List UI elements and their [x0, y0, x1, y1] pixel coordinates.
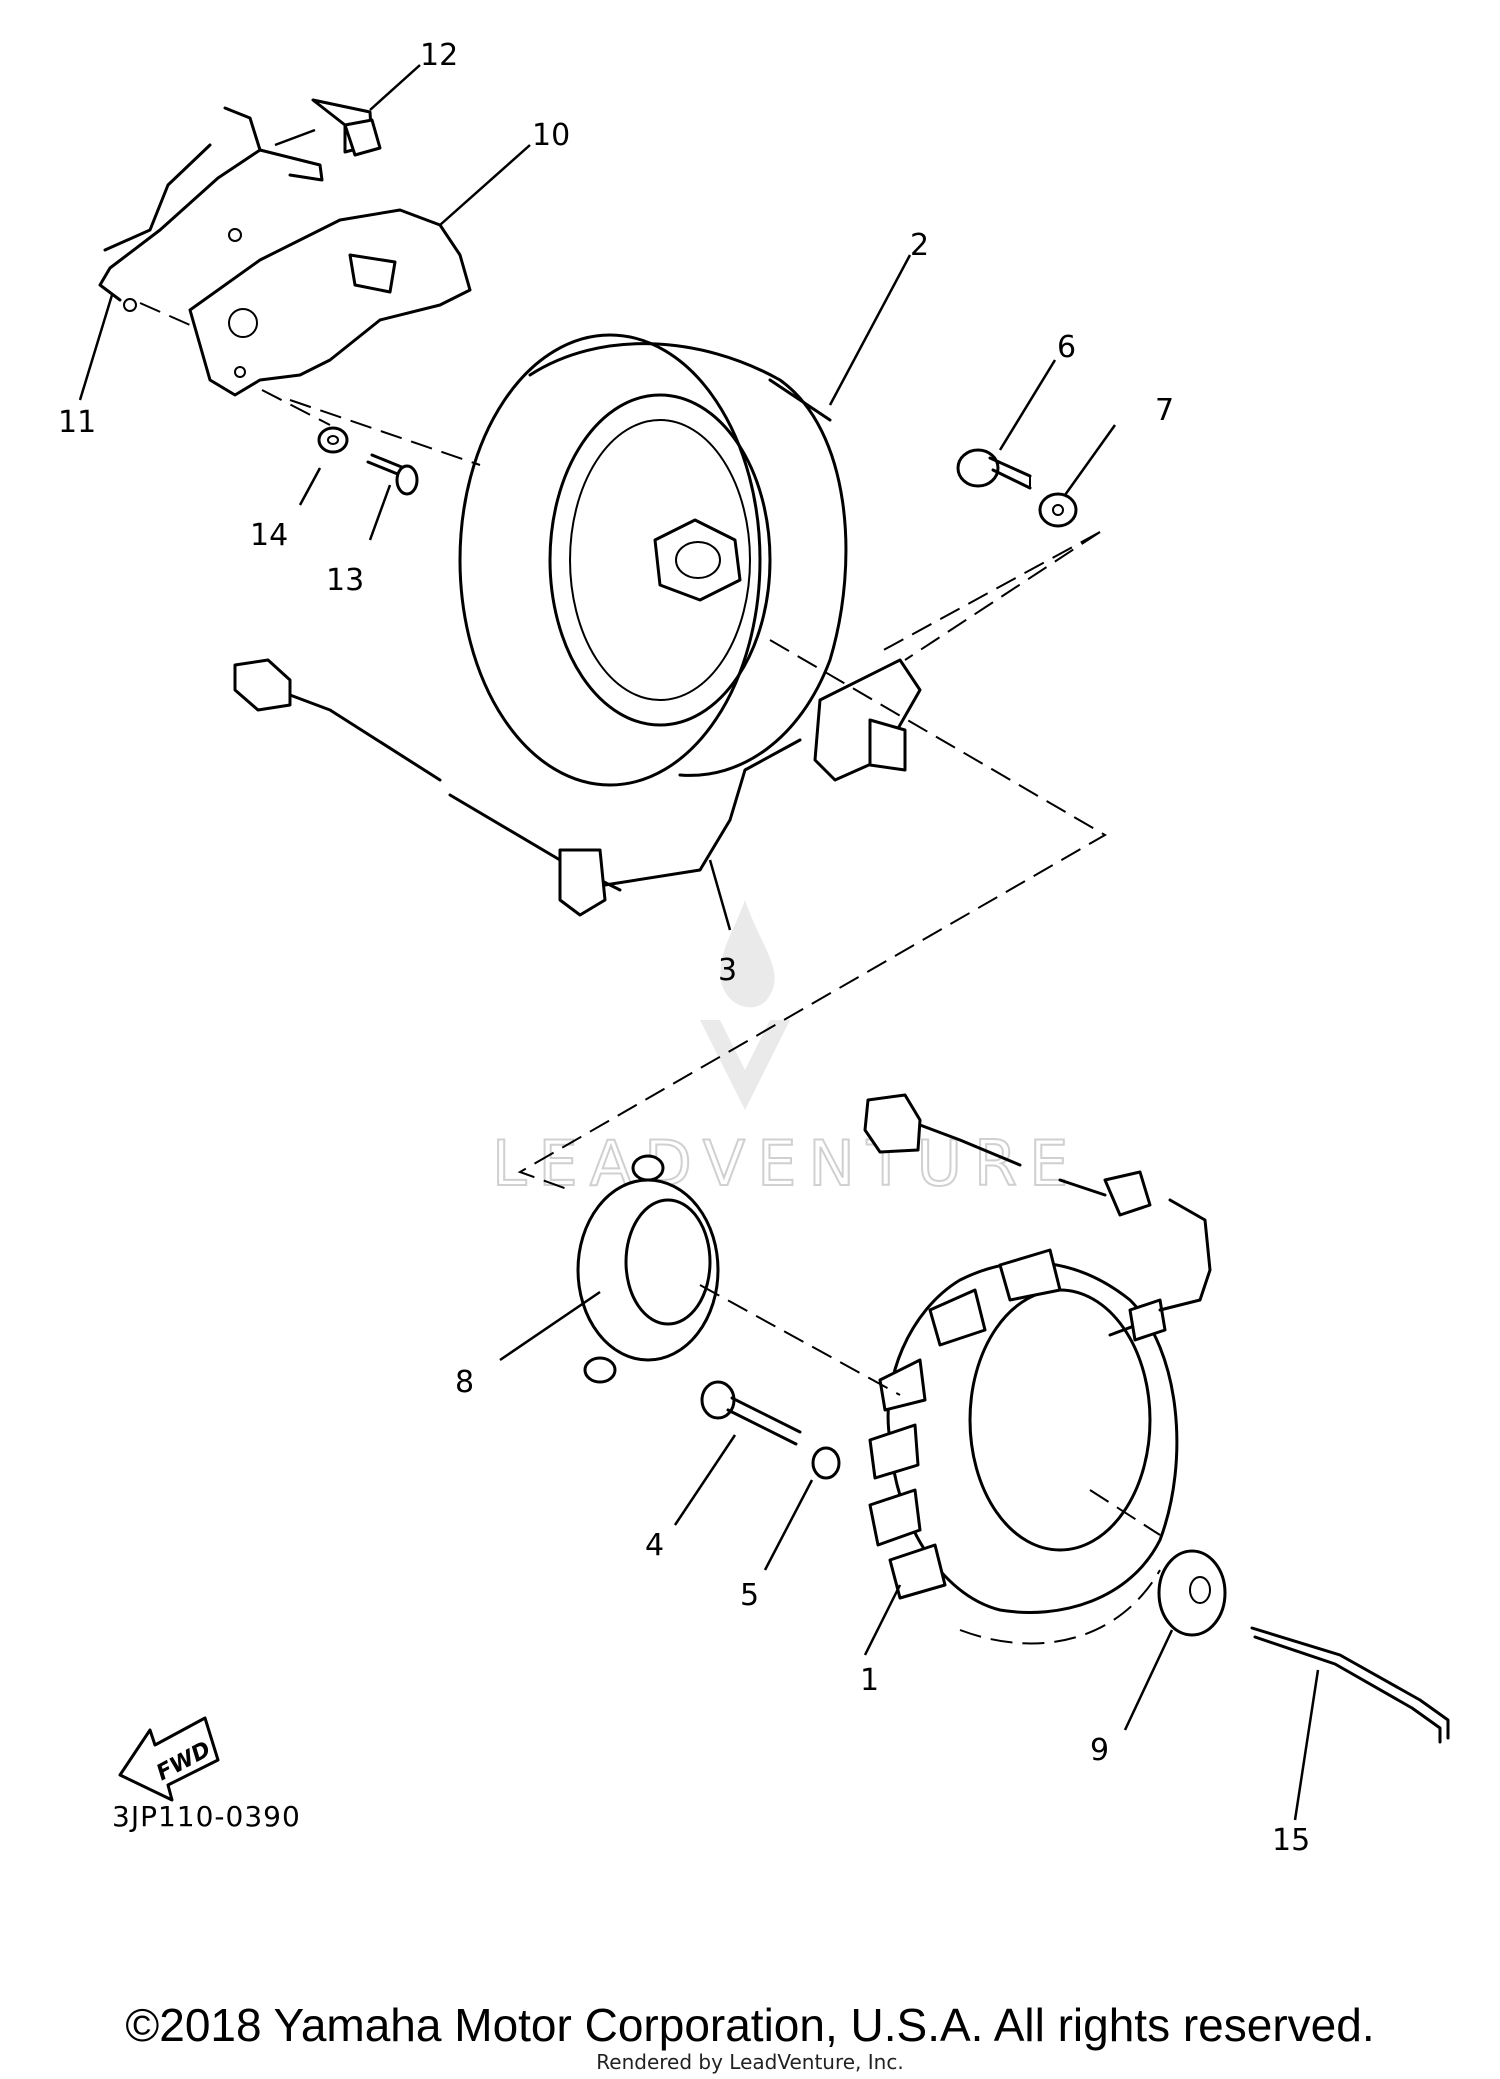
- part-15-wire[interactable]: [1250, 1626, 1450, 1744]
- part-2-rotor[interactable]: [458, 333, 848, 787]
- part-11-bracket[interactable]: [98, 106, 324, 312]
- copyright-footer: ©2018 Yamaha Motor Corporation, U.S.A. A…: [125, 1999, 1375, 2051]
- part-9-washer[interactable]: [1157, 1549, 1227, 1637]
- callout-9: 9: [1090, 1733, 1109, 1768]
- diagram-code: 3JP110-0390: [112, 1800, 301, 1833]
- assembly-lines: [139, 302, 1161, 1536]
- callout-2: 2: [910, 228, 929, 263]
- callout-3: 3: [718, 953, 737, 988]
- callout-10: 10: [532, 118, 570, 153]
- part-10-cover[interactable]: [188, 208, 472, 397]
- part-12-cap[interactable]: [311, 98, 382, 157]
- callout-12: 12: [420, 38, 458, 73]
- callout-5: 5: [740, 1578, 759, 1613]
- part-13-screw[interactable]: [366, 453, 419, 496]
- callout-4: 4: [645, 1528, 664, 1563]
- callout-11: 11: [58, 405, 96, 440]
- callout-13: 13: [326, 563, 364, 598]
- callout-14: 14: [250, 518, 288, 553]
- part-7-washer[interactable]: [1038, 492, 1078, 528]
- leader-lines: [78, 64, 1320, 1821]
- part-5-washer[interactable]: [811, 1446, 841, 1480]
- callout-1: 1: [860, 1663, 879, 1698]
- fwd-arrow-icon: FWD: [118, 1716, 220, 1802]
- part-4-screw[interactable]: [700, 1380, 802, 1446]
- part-3-pickup-coil[interactable]: [233, 658, 922, 917]
- callout-7: 7: [1155, 393, 1174, 428]
- leadventure-watermark: LEADVENTURE: [491, 900, 1080, 1201]
- callout-labels: 12 10 11 14 13 2 6 7 3 8 4 5 1 9 15: [58, 38, 1310, 1858]
- part-1-stator[interactable]: [863, 1093, 1212, 1645]
- part-6-bolt[interactable]: [956, 448, 1032, 490]
- part-8-seal[interactable]: [576, 1154, 720, 1384]
- part-14-washer[interactable]: [317, 426, 349, 454]
- watermark-text: LEADVENTURE: [492, 1127, 1080, 1200]
- callout-8: 8: [455, 1365, 474, 1400]
- callout-6: 6: [1057, 330, 1076, 365]
- rendered-by-credit: Rendered by LeadVenture, Inc.: [596, 2050, 904, 2074]
- callout-15: 15: [1272, 1823, 1310, 1858]
